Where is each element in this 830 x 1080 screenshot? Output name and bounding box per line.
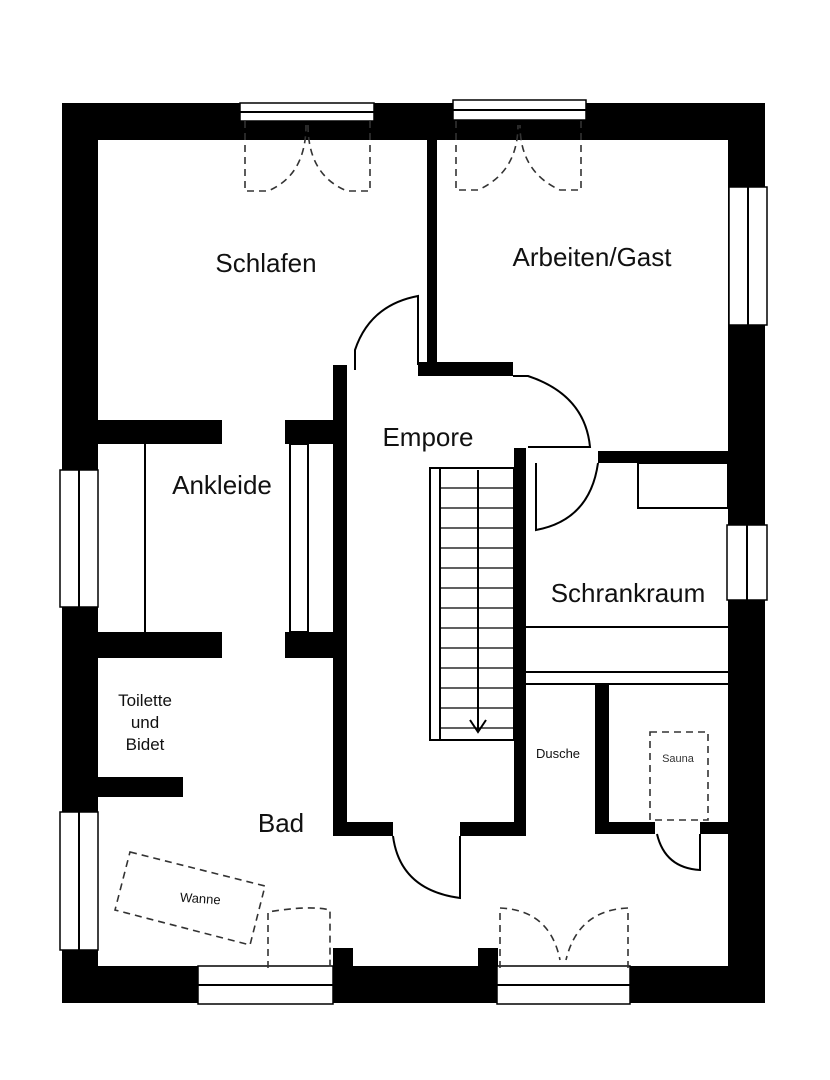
label-empore: Empore [382, 422, 473, 452]
doors [193, 294, 701, 900]
label-dusche: Dusche [536, 746, 580, 761]
label-toilette-3: Bidet [126, 735, 165, 754]
window-swings [244, 121, 629, 968]
label-schrankraum: Schrankraum [551, 578, 706, 608]
label-bad: Bad [258, 808, 304, 838]
stair-arrow [469, 470, 487, 734]
label-sauna: Sauna [662, 753, 695, 765]
label-ankleide: Ankleide [172, 470, 272, 500]
interior-walls [98, 140, 728, 968]
sauna-box [649, 731, 709, 821]
windows [59, 99, 768, 1005]
staircase [429, 467, 515, 741]
label-arbeiten-gast: Arbeiten/Gast [513, 242, 673, 272]
label-wanne: Wanne [179, 890, 221, 908]
room-labels: Schlafen Arbeiten/Gast Empore Ankleide S… [118, 242, 705, 907]
label-toilette-2: und [131, 713, 159, 732]
fixtures [114, 443, 729, 946]
label-schlafen: Schlafen [215, 248, 316, 278]
label-toilette-1: Toilette [118, 691, 172, 710]
outer-walls [62, 103, 765, 1003]
